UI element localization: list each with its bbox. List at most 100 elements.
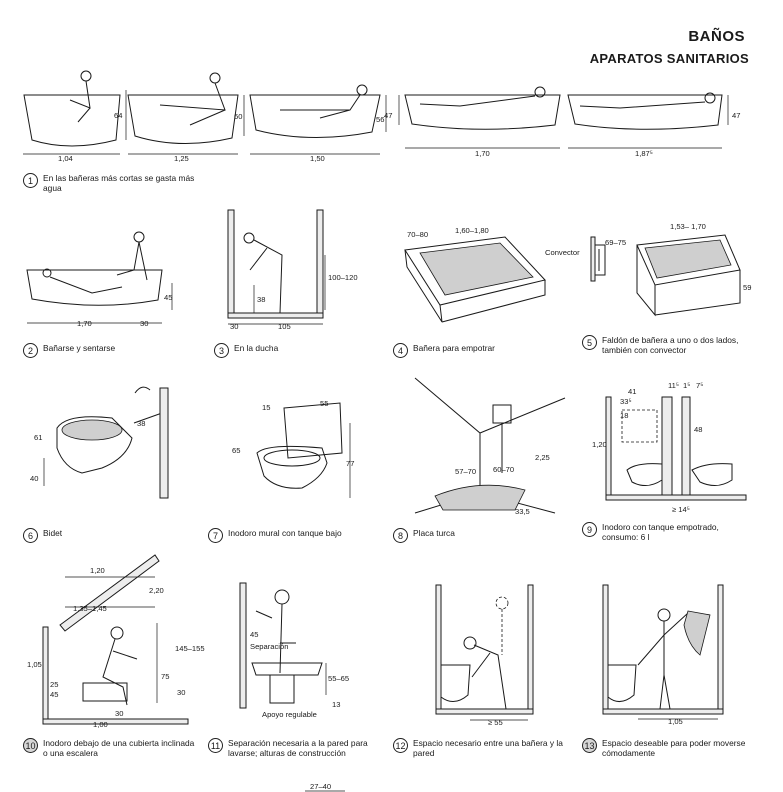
dim-f1-4: 60 — [234, 112, 242, 121]
dim-f1-5: 1,50 — [310, 154, 325, 163]
dim-f1-8: 47 — [384, 111, 392, 120]
dim-f4-2: 1,60–1,80 — [455, 226, 489, 235]
dim-bottom: 27–40 — [310, 782, 331, 791]
dim-f1-10: 47 — [732, 111, 740, 120]
dim-f11-2: Separación — [250, 642, 288, 651]
dim-f7-3: 65 — [232, 446, 240, 455]
dim-f12-1: ≥ 55 — [488, 718, 503, 727]
bottom-fragment: 27–40 — [305, 782, 345, 792]
figure-4-built-in-tub: 70–80 1,60–1,80 — [404, 226, 546, 323]
dim-f9-7: 1,20 — [592, 440, 607, 449]
dim-f10-10: 1,00 — [93, 720, 108, 729]
dim-f8-2: 57–70 — [455, 467, 476, 476]
dim-f3-4: 105 — [278, 322, 291, 331]
dim-f8-3: 60–70 — [493, 465, 514, 474]
caption-number: 12 — [393, 738, 408, 753]
dim-f9-5: 7⁵ — [696, 381, 703, 390]
caption-9: 9 Inodoro con tanque empotrado, consumo: … — [582, 522, 754, 542]
figure-3-shower: 100–120 38 30 105 — [227, 209, 358, 331]
dim-f3-2: 38 — [257, 295, 265, 304]
figure-6-bidet: 61 38 40 — [30, 386, 169, 499]
dim-f2-1: 1,70 — [77, 319, 92, 328]
dim-f9-4: 1⁵ — [683, 381, 690, 390]
tub-3 — [249, 94, 381, 139]
dim-f11-5: Apoyo regulable — [262, 710, 317, 719]
dim-f10-9: 30 — [177, 688, 185, 697]
dim-f7-2: 55 — [320, 399, 328, 408]
tub-2 — [127, 94, 239, 144]
page-title: BAÑOS — [688, 28, 745, 45]
dim-f3-1: 100–120 — [328, 273, 358, 282]
dim-f1-1: 1,04 — [58, 154, 73, 163]
dim-f7-4: 77 — [346, 459, 354, 468]
person-1 — [69, 70, 92, 123]
caption-number: 10 — [23, 738, 38, 753]
dim-f1-2: 64 — [114, 111, 122, 120]
dim-f9-3: 11⁵ — [668, 381, 679, 390]
dim-f7-1: 15 — [262, 403, 270, 412]
dim-f1-6: 56 — [376, 115, 384, 124]
caption-number: 3 — [214, 343, 229, 358]
caption-10: 10 Inodoro debajo de una cubierta inclina… — [23, 738, 198, 758]
caption-text: Inodoro mural con tanque bajo — [228, 528, 342, 538]
dim-f10-2: 2,20 — [149, 586, 164, 595]
dim-f11-1: 45 — [250, 630, 258, 639]
caption-text: Bidet — [43, 528, 63, 538]
caption-number: 1 — [23, 173, 38, 188]
dim-f9-6: 18 — [620, 411, 628, 420]
caption-text: Espacio necesario entre una bañera y la … — [413, 738, 563, 758]
dim-f10-3: 1,35–1,45 — [73, 604, 107, 613]
tub-1 — [23, 94, 121, 147]
figure-1-bathtubs: 1,04 64 1,25 60 1,50 56 1,70 47 1,87⁵ 47 — [23, 70, 740, 163]
dim-f6-3: 40 — [30, 474, 38, 483]
figure-7-wall-toilet: 15 55 65 77 — [232, 399, 354, 498]
caption-number: 13 — [582, 738, 597, 753]
dim-f4-1: 70–80 — [407, 230, 428, 239]
dim-f2-3: 45 — [164, 293, 172, 302]
figure-9-concealed-cistern: 41 33⁵ 11⁵ 1⁵ 7⁵ 18 1,20 48 ≥ 14⁵ — [592, 381, 747, 514]
caption-number: 2 — [23, 343, 38, 358]
dim-f8-4: 33,5 — [515, 507, 530, 516]
dim-f9-8: 48 — [694, 425, 702, 434]
caption-12: 12 Espacio necesario entre una bañera y l… — [393, 738, 568, 758]
dim-f6-2: 38 — [137, 419, 145, 428]
dim-f10-6: 75 — [161, 672, 169, 681]
dim-f5-4: 59 — [743, 283, 751, 292]
dim-f13-1: 1,05 — [668, 717, 683, 726]
dim-f9-2: 33⁵ — [620, 397, 632, 406]
figure-11-washing-clearance: 45 Separación 55–65 13 Apoyo regulable — [239, 582, 349, 719]
figure-8-squat-toilet: 2,25 57–70 60–70 33,5 — [414, 377, 566, 516]
caption-text: Separación necesaria a la pared para lav… — [228, 738, 368, 758]
figure-10-sloped-ceiling: 1,20 2,20 1,35–1,45 145–155 1,05 75 25 4… — [27, 554, 205, 729]
dim-f9-9: ≥ 14⁵ — [672, 505, 690, 514]
caption-text: Inodoro con tanque empotrado, consumo: 6… — [602, 522, 719, 542]
dim-f9-1: 41 — [628, 387, 636, 396]
person-4 — [419, 86, 546, 107]
dim-f5-2: 69–75 — [605, 238, 626, 247]
figure-2-bath-sit: 1,70 30 45 — [26, 231, 172, 328]
dim-f5-1: Convector — [545, 248, 580, 257]
caption-number: 9 — [582, 522, 597, 537]
dim-f6-1: 61 — [34, 433, 42, 442]
dim-f2-2: 30 — [140, 319, 148, 328]
person-5 — [579, 92, 716, 109]
caption-number: 11 — [208, 738, 223, 753]
dim-f8-1: 2,25 — [535, 453, 550, 462]
caption-11: 11 Separación necesaria a la pared para l… — [208, 738, 380, 758]
tub-4 — [404, 94, 561, 130]
caption-text: Bañarse y sentarse — [43, 343, 116, 353]
caption-number: 7 — [208, 528, 223, 543]
caption-number: 5 — [582, 335, 597, 350]
figure-13-comfortable-space: 1,05 — [602, 584, 724, 726]
caption-text: Inodoro debajo de una cubierta inclinada… — [43, 738, 195, 758]
figure-5-tub-apron: Convector 69–75 1,53– 1,70 59 — [545, 222, 751, 317]
tub-5 — [567, 94, 723, 130]
caption-2: 2 Bañarse y sentarse — [23, 343, 115, 358]
dim-f10-7: 25 — [50, 680, 58, 689]
caption-number: 4 — [393, 343, 408, 358]
person-3 — [280, 84, 368, 119]
caption-text: En la ducha — [234, 343, 279, 353]
caption-number: 8 — [393, 528, 408, 543]
